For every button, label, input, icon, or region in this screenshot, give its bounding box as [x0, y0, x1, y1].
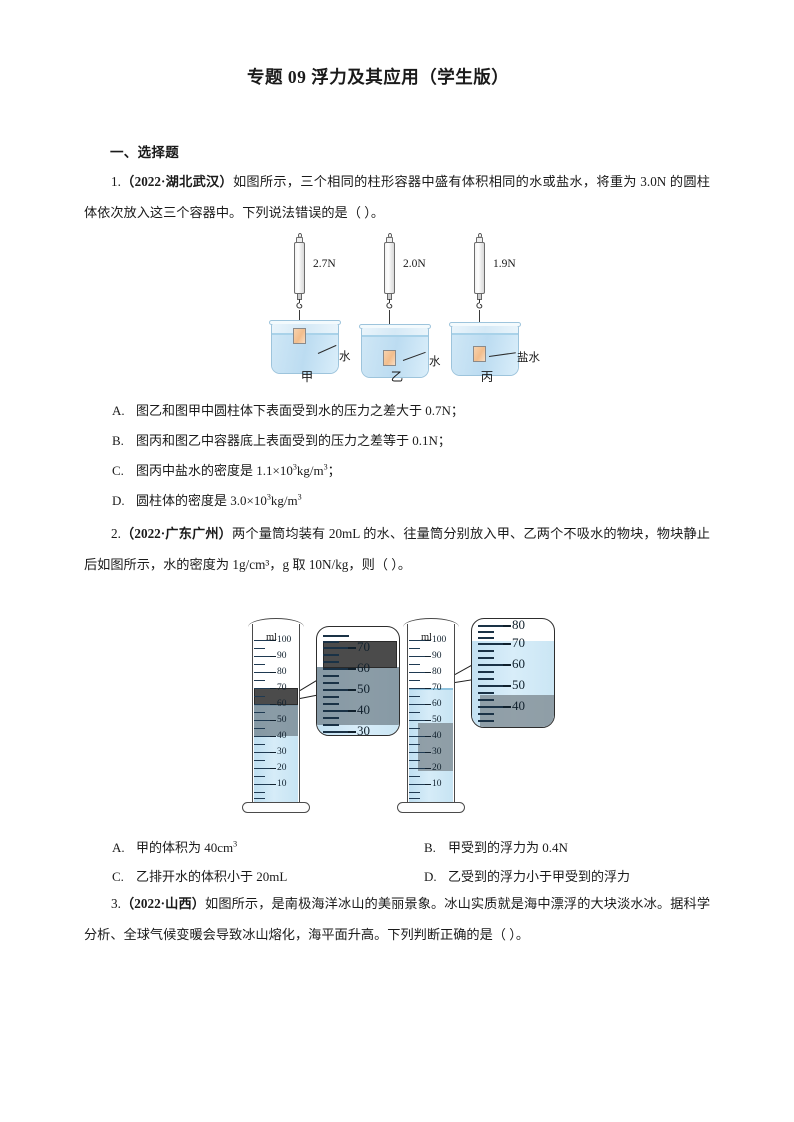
inset-tick-70-jia: 70 — [348, 639, 370, 654]
option-c-tail: ； — [327, 463, 341, 478]
option-d-label: D. — [424, 869, 437, 884]
spring-scale-body — [474, 242, 485, 294]
cylinder-base-jia — [242, 802, 310, 813]
spring-scale-body — [384, 242, 395, 294]
figure-graduated-cylinders: 100 90 80 70 60 50 40 30 20 10 — [236, 612, 566, 824]
inset-tick-60-jia: 60 — [348, 660, 370, 675]
cylinder-meniscus-yi — [409, 688, 453, 690]
cylinder-block-jia — [293, 328, 306, 344]
question-1-option-b[interactable]: B. 图丙和图乙中容器底上表面受到的压力之差等于 0.1N； — [112, 426, 451, 456]
option-a-exponent: 3 — [233, 839, 238, 849]
option-d-text-1: 圆柱体的密度是 3.0×10 — [136, 493, 267, 508]
option-d-text-2: kg/m — [270, 493, 298, 508]
figure-beakers-with-spring-scales: 2.7N 水 甲 2.0N — [263, 233, 540, 384]
hook-icon — [476, 299, 483, 309]
question-2-option-b[interactable]: B. 甲受到的浮力为 0.4N — [424, 833, 568, 863]
option-a-text: 甲的体积为 40cm — [136, 840, 234, 855]
cylinder-spout-jia — [248, 618, 304, 627]
cylinder-unit-jia: 100 90 80 70 60 50 40 30 20 10 — [236, 612, 400, 824]
spring-scale-reading-yi: 2.0N — [403, 258, 426, 270]
hook-icon — [386, 299, 393, 309]
question-1-option-a[interactable]: A. 图乙和图甲中圆柱体下表面受到水的压力之差大于 0.7N； — [112, 396, 464, 426]
question-2-body: 两个量筒均装有 20mL 的水、往量筒分别放入甲、乙两个不吸水的物块，物块静止后… — [84, 526, 710, 572]
inset-tick-40-jia: 40 — [348, 702, 370, 717]
option-d-text: 乙受到的浮力小于甲受到的浮力 — [448, 869, 631, 884]
beaker-name-yi: 乙 — [390, 370, 404, 384]
option-a-label: A. — [112, 403, 125, 418]
question-1-body: 如图所示，三个相同的柱形容器中盛有体积相同的水或盐水，将重为 3.0N 的圆柱体… — [84, 174, 710, 220]
cylinder-block-yi — [383, 350, 396, 366]
option-b-label: B. — [112, 433, 124, 448]
option-c-text-1: 图丙中盐水的密度是 1.1×10 — [136, 463, 293, 478]
option-d-exponent-1: 3 — [266, 492, 271, 502]
beaker-name-bing: 丙 — [480, 370, 494, 384]
question-1-text: 1.（2022·湖北武汉）如图所示，三个相同的柱形容器中盛有体积相同的水或盐水，… — [84, 166, 710, 228]
option-b-text: 甲受到的浮力为 0.4N — [448, 840, 568, 855]
cylinder-spout-yi — [403, 618, 459, 627]
liquid-label-bing: 盐水 — [517, 352, 540, 364]
question-2-text: 2.（2022·广东广州）两个量筒均装有 20mL 的水、往量筒分别放入甲、乙两… — [84, 518, 710, 580]
section-heading-choice: 一、选择题 — [110, 145, 179, 160]
page-title: 专题 09 浮力及其应用（学生版） — [247, 67, 510, 87]
question-2-source: （2022·广东广州） — [120, 526, 233, 541]
water-surface-yi — [362, 335, 428, 337]
option-c-text: 乙排开水的体积小于 20mL — [136, 869, 288, 884]
option-c-label: C. — [112, 869, 124, 884]
beaker-glass-jia — [271, 324, 339, 374]
inset-tick-60-yi: 60 — [503, 656, 525, 671]
inset-tick-50-yi: 50 — [503, 677, 525, 692]
question-2-option-c[interactable]: C. 乙排开水的体积小于 20mL — [112, 862, 287, 892]
question-2-option-a[interactable]: A. 甲的体积为 40cm3 — [112, 833, 237, 863]
hook-icon — [296, 299, 303, 309]
inset-tick-70-yi: 70 — [503, 635, 525, 650]
question-3-body: 如图所示，是南极海洋冰山的美丽景象。冰山实质就是海中漂浮的大块淡水冰。据科学分析… — [84, 896, 711, 942]
question-1-source: （2022·湖北武汉） — [120, 174, 233, 189]
beaker-unit-jia: 2.7N 水 甲 — [263, 233, 351, 384]
option-d-exponent-2: 3 — [297, 492, 302, 502]
spring-scale-reading-jia: 2.7N — [313, 258, 336, 270]
saltwater-surface-bing — [452, 333, 518, 335]
question-3-text: 3.（2022·山西）如图所示，是南极海洋冰山的美丽景象。冰山实质就是海中漂浮的… — [84, 888, 710, 950]
liquid-label-jia: 水 — [339, 351, 351, 363]
question-2-prefix: 2. — [111, 526, 121, 541]
cylinder-unit-yi: 100 90 80 70 60 50 40 30 20 10 — [391, 612, 555, 824]
spring-scale-reading-bing: 1.9N — [493, 258, 516, 270]
cylinder-block-bing — [473, 346, 486, 362]
beaker-name-jia: 甲 — [300, 370, 314, 384]
spring-scale-body — [294, 242, 305, 294]
option-b-text: 图丙和图乙中容器底上表面受到的压力之差等于 0.1N； — [136, 433, 451, 448]
cylinder-tube-jia: 100 90 80 70 60 50 40 30 20 10 — [252, 624, 300, 804]
question-3-prefix: 3. — [111, 896, 121, 911]
cylinder-unit-label-yi: ml — [421, 632, 433, 643]
inset-tick-50-jia: 50 — [348, 681, 370, 696]
option-c-exponent-1: 3 — [292, 462, 297, 472]
inset-tick-40-yi: 40 — [503, 698, 525, 713]
beaker-unit-yi: 2.0N 水 乙 — [353, 233, 441, 384]
question-2-option-d[interactable]: D. 乙受到的浮力小于甲受到的浮力 — [424, 862, 630, 892]
option-b-label: B. — [424, 840, 436, 855]
object-block-yi — [418, 723, 453, 771]
liquid-label-yi: 水 — [429, 356, 441, 368]
question-3-source: （2022·山西） — [120, 896, 206, 911]
option-a-text: 图乙和图甲中圆柱体下表面受到水的压力之差大于 0.7N； — [136, 403, 464, 418]
option-a-label: A. — [112, 840, 125, 855]
question-1-option-d[interactable]: D.圆柱体的密度是 3.0×103kg/m3 — [112, 486, 302, 516]
option-c-label: C. — [112, 463, 124, 478]
question-1-option-c[interactable]: C.图丙中盐水的密度是 1.1×103kg/m3； — [112, 456, 341, 486]
magnified-inset-jia: 70 60 50 40 30 — [316, 626, 400, 736]
magnified-inset-yi: 80 70 60 50 40 — [471, 618, 555, 728]
cylinder-tube-yi: 100 90 80 70 60 50 40 30 20 10 — [407, 624, 455, 804]
option-c-text-2: kg/m — [296, 463, 324, 478]
beaker-glass-yi — [361, 328, 429, 378]
option-c-exponent-2: 3 — [323, 462, 328, 472]
cylinder-unit-label-jia: ml — [266, 632, 278, 643]
beaker-unit-bing: 1.9N 盐水 丙 — [443, 233, 540, 384]
cylinder-base-yi — [397, 802, 465, 813]
option-d-label: D. — [112, 493, 125, 508]
question-1-prefix: 1. — [111, 174, 121, 189]
